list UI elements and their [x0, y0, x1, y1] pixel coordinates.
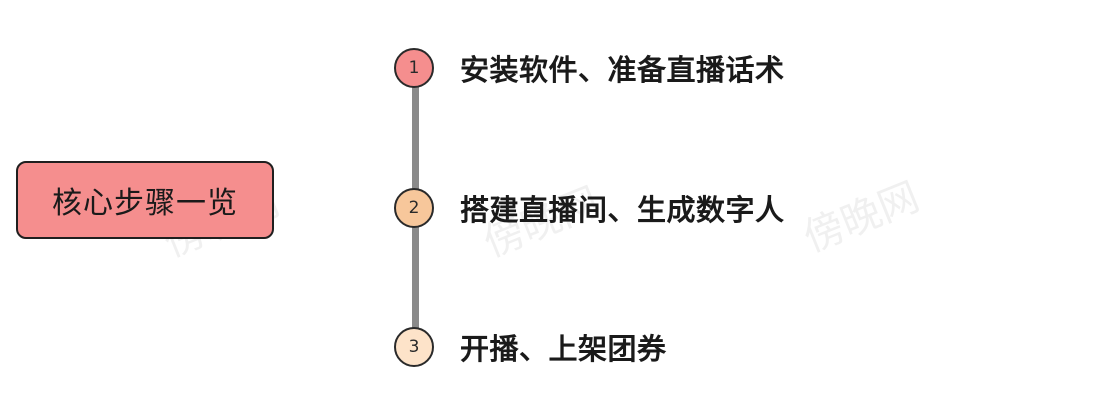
step-3-number: 3: [408, 337, 420, 357]
step-1-circle: 1: [394, 48, 434, 88]
step-1-number: 1: [408, 58, 420, 78]
watermark-3: 傍晚网: [797, 173, 926, 262]
step-3-label: 开播、上架团券: [460, 332, 667, 366]
root-node-label: 核心步骤一览: [52, 186, 238, 221]
step-1-label: 安装软件、准备直播话术: [460, 53, 785, 87]
step-2-number: 2: [408, 198, 420, 218]
step-2-label: 搭建直播间、生成数字人: [460, 193, 785, 227]
step-2-circle: 2: [394, 188, 434, 228]
step-1: 1 安装软件、准备直播话术: [394, 47, 785, 89]
root-node: 核心步骤一览: [16, 161, 274, 239]
step-3: 3 开播、上架团券: [394, 326, 667, 368]
step-3-circle: 3: [394, 327, 434, 367]
step-2: 2 搭建直播间、生成数字人: [394, 187, 785, 229]
